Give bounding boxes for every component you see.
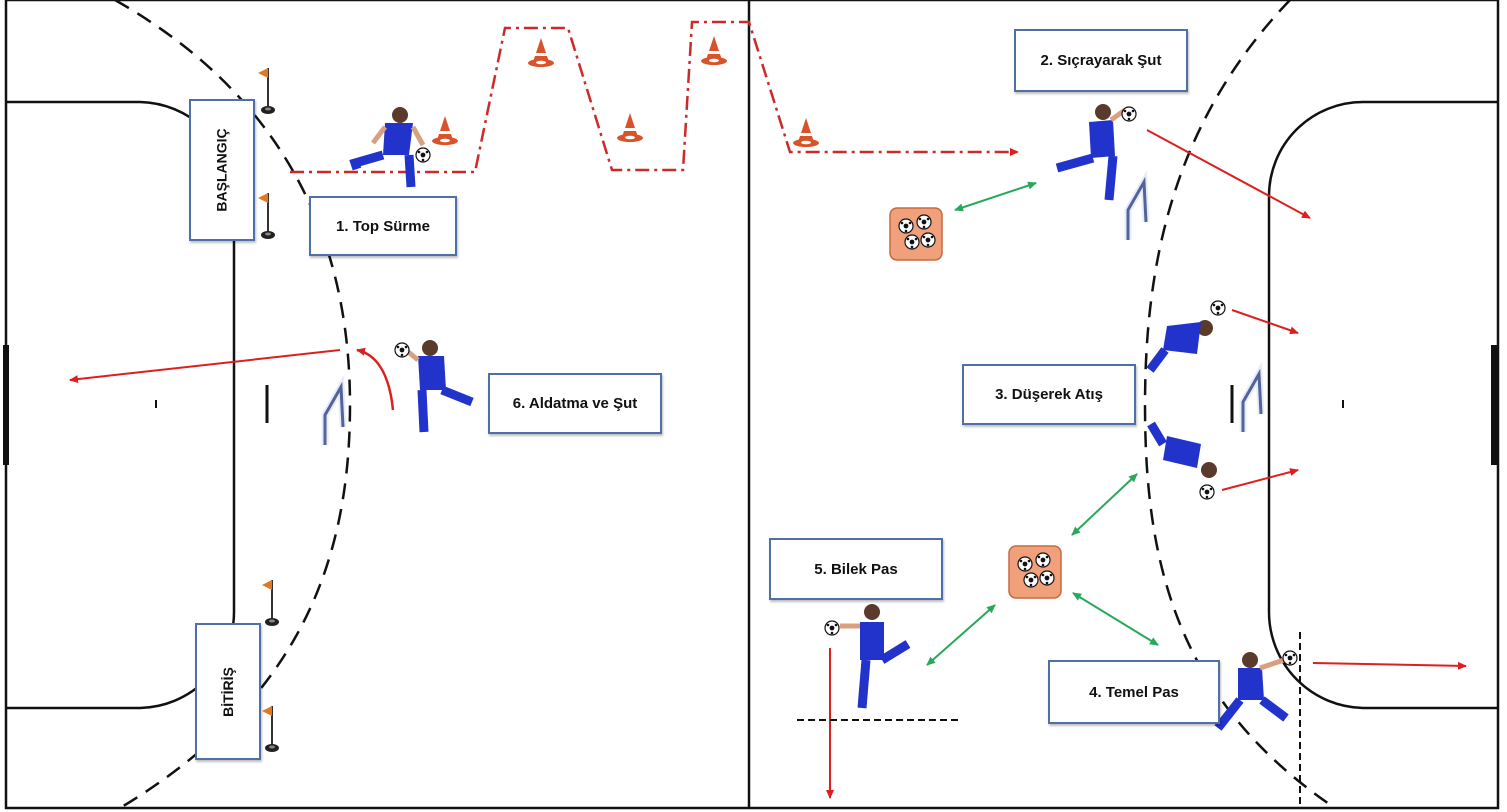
cone-icon (701, 36, 727, 65)
feint-arrow (356, 347, 395, 411)
shot-arrow (1146, 129, 1311, 219)
station-5-label: 5. Bilek Pas (769, 538, 943, 600)
pass-arrow (926, 604, 996, 666)
station-6-label: 6. Aldatma ve Şut (488, 373, 662, 434)
player-icon (394, 340, 474, 433)
cone-icon (793, 118, 819, 147)
hurdle-icon (325, 387, 343, 445)
player-icon (349, 107, 431, 188)
corner-flag-icon (257, 192, 276, 240)
station-4-label: 4. Temel Pas (1048, 660, 1220, 724)
shot-arrow (1312, 661, 1467, 670)
cone-icon (432, 116, 458, 145)
player-icon (1146, 300, 1226, 373)
pass-arrow (1071, 473, 1138, 536)
corner-flag-icon (261, 579, 280, 627)
corner-flag-icon (261, 705, 280, 753)
hurdle-icon (1243, 374, 1261, 432)
hurdle-icon (1128, 182, 1146, 240)
start-label-text: BAŞLANGIÇ (214, 128, 231, 212)
finish-label-text: BİTİRİŞ (220, 666, 236, 717)
shot-arrow (69, 349, 341, 384)
player-icon (1055, 104, 1137, 201)
player-icon (1214, 650, 1298, 731)
station-1-label: 1. Top Sürme (309, 196, 457, 256)
shot-arrow (1221, 468, 1299, 491)
player-icon (1147, 421, 1217, 500)
station-3-label: 3. Düşerek Atış (962, 364, 1136, 425)
left-goal (3, 345, 9, 465)
ball-box-icon (1009, 546, 1061, 598)
pass-arrow (1072, 592, 1159, 646)
station-2-label: 2. Sıçrayarak Şut (1014, 29, 1188, 92)
shot-arrow (1231, 309, 1299, 335)
dribble-path (290, 20, 1019, 174)
player-icon (824, 604, 911, 709)
cone-icon (617, 113, 643, 142)
right-goal-area (1267, 100, 1498, 710)
left-goal-area (6, 100, 236, 710)
corner-flag-icon (257, 67, 276, 115)
ball-box-icon (890, 208, 942, 260)
cone-icon (528, 38, 554, 67)
finish-label: BİTİRİŞ (195, 623, 261, 760)
right-goal (1491, 345, 1497, 465)
right-free-throw-line (1143, 0, 1336, 810)
pass-arrow (954, 181, 1037, 212)
start-label: BAŞLANGIÇ (189, 99, 255, 241)
